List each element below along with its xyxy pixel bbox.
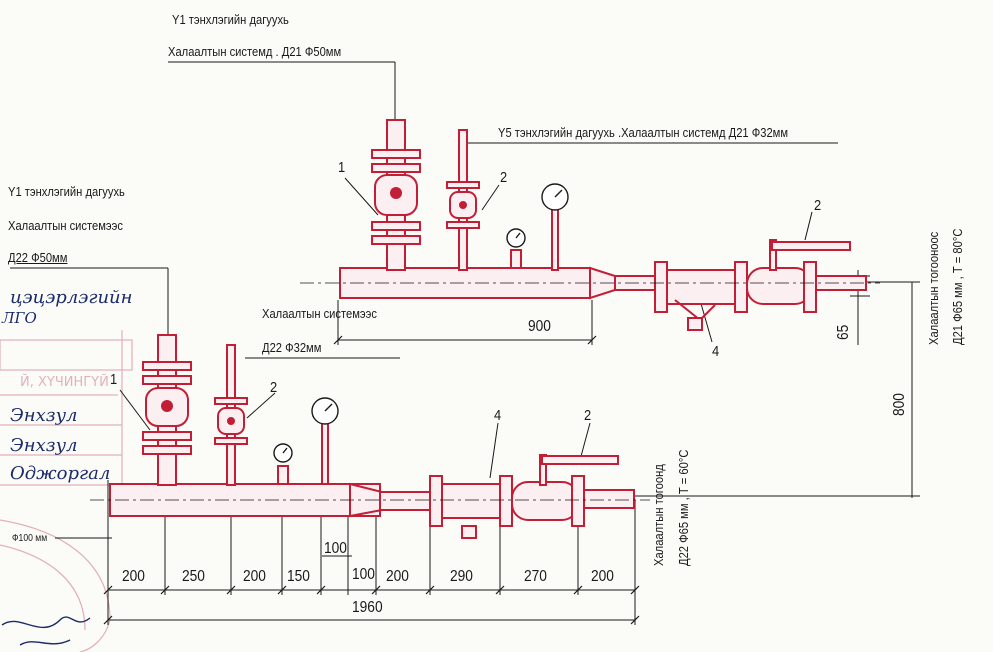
bottom-manifold-valve-dots: [161, 400, 235, 425]
dim-200-d: 200: [591, 568, 614, 585]
stamp-handwriting-5: Оджоргал: [10, 463, 111, 484]
label-top-supply-2: Халаалтын системд . Д21 Ф50мм: [168, 44, 342, 59]
callout-1-top: 1: [338, 159, 346, 176]
dim-65: 65: [835, 324, 852, 340]
leader-lines: [10, 61, 838, 479]
label-top-return: Y5 тэнхлэгийн дагуухь .Халаалтын системд…: [498, 125, 789, 140]
dim-250: 250: [182, 568, 205, 585]
stamp-handwriting-2: ЛГО: [2, 309, 37, 327]
stamp: [0, 330, 133, 652]
label-left-supply-3: Д22 Ф50мм: [8, 250, 68, 265]
callout-2-top-a: 2: [500, 169, 508, 186]
bottom-gauges: [273, 397, 339, 463]
callout-1-bottom: 1: [110, 371, 118, 388]
dim-1960: 1960: [352, 599, 383, 616]
label-bottom-vertical-1: Халаалтын тогоонд: [651, 464, 666, 566]
callout-4-bottom: 4: [494, 407, 502, 424]
label-right-vertical-1: Халаалтын тогооноос: [926, 231, 941, 345]
label-mid-return-2: Д22 Ф32мм: [262, 340, 322, 355]
label-left-supply-2: Халаалтын системээс: [8, 218, 123, 233]
stamp-handwriting-3: Энхзул: [10, 405, 78, 426]
label-bottom-vertical-2: Д22 Ф65 мм , Т = 60°С: [676, 449, 691, 566]
dim-100-a: 100: [324, 540, 347, 557]
dim-100-b: 100: [352, 566, 375, 583]
dim-290: 290: [450, 568, 473, 585]
callout-2-bottom-a: 2: [270, 379, 278, 396]
signature: [1, 616, 91, 646]
label-right-vertical-2: Д21 Ф65 мм , Т = 80°С: [950, 228, 965, 345]
dim-200-b: 200: [243, 568, 266, 585]
dim-900: 900: [528, 318, 551, 335]
dim-150: 150: [287, 568, 310, 585]
top-manifold: [339, 119, 867, 331]
dim-200-c: 200: [386, 568, 409, 585]
stamp-handwriting-4: Энхзул: [10, 435, 78, 456]
stamp-handwriting-1: цэцэрлэгийн: [10, 287, 133, 308]
top-manifold-valve-dots: [390, 187, 467, 209]
callout-2-bottom-b: 2: [584, 407, 592, 424]
label-top-supply-1: Y1 тэнхлэгийн дагуухь: [172, 12, 289, 27]
dim-800: 800: [891, 393, 908, 416]
dim-200-a: 200: [122, 568, 145, 585]
callout-2-top-b: 2: [814, 197, 822, 214]
stamp-text-faint: Й, ХҮЧИНГҮЙ: [20, 374, 109, 390]
callout-4-top: 4: [712, 343, 720, 360]
label-pipe-diameter: Ф100 мм: [12, 533, 48, 544]
label-left-supply-1: Y1 тэнхлэгийн дагуухь: [8, 184, 125, 199]
label-mid-return-1: Халаалтын системээс: [262, 306, 377, 321]
dimension-ticks: [103, 335, 640, 625]
dim-270: 270: [524, 568, 547, 585]
top-gauges: [506, 183, 569, 248]
bottom-manifold: [109, 334, 635, 539]
